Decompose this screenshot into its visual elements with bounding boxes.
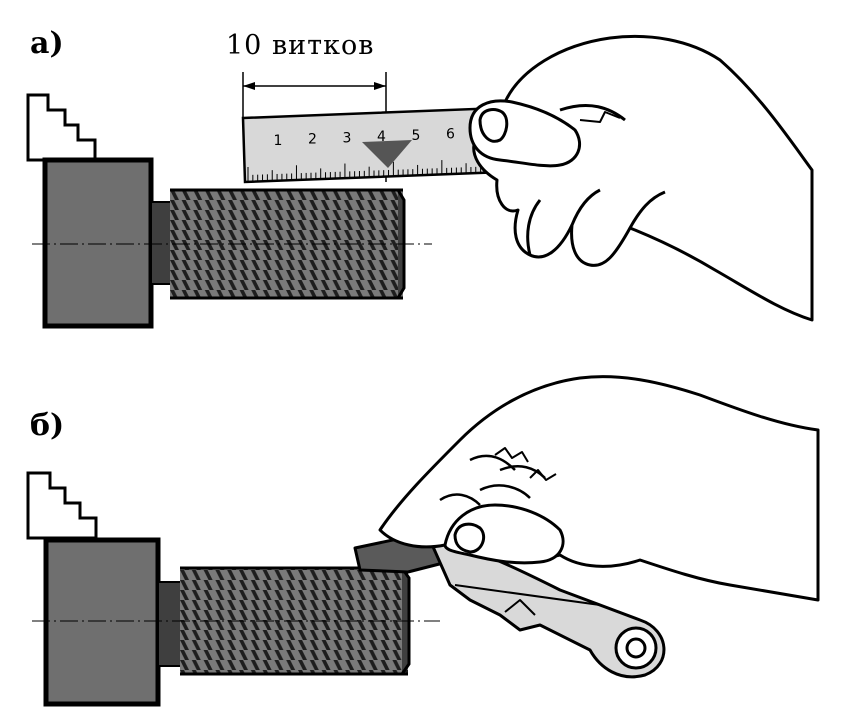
ruler-number: 2 [308, 132, 317, 148]
workpiece-neck-b [157, 581, 183, 667]
chuck-jaw-b [26, 471, 98, 540]
steel-ruler: 1 2 3 4 5 6 [241, 106, 505, 184]
panel-b [26, 375, 820, 707]
hand-holding-gauge [378, 375, 820, 602]
ruler-number: 6 [446, 127, 455, 143]
chuck-body-a [42, 157, 154, 329]
turns-dimension-label: 10 витков [226, 30, 375, 61]
ruler-number: 5 [412, 128, 421, 144]
chuck-body-b [43, 537, 161, 707]
ruler-number: 1 [274, 133, 283, 149]
ruler-number: 3 [343, 130, 352, 146]
ruler-pointer-mark [362, 140, 412, 168]
hand-holding-ruler [468, 34, 814, 322]
panel-b-label: б) [30, 408, 65, 443]
workpiece-neck-a [150, 201, 174, 285]
panel-a-label: а) [30, 26, 64, 61]
ruler-number: 4 [377, 129, 386, 145]
panel-a: 1 2 3 4 5 6 [26, 34, 814, 329]
chuck-jaw-a [26, 93, 97, 162]
